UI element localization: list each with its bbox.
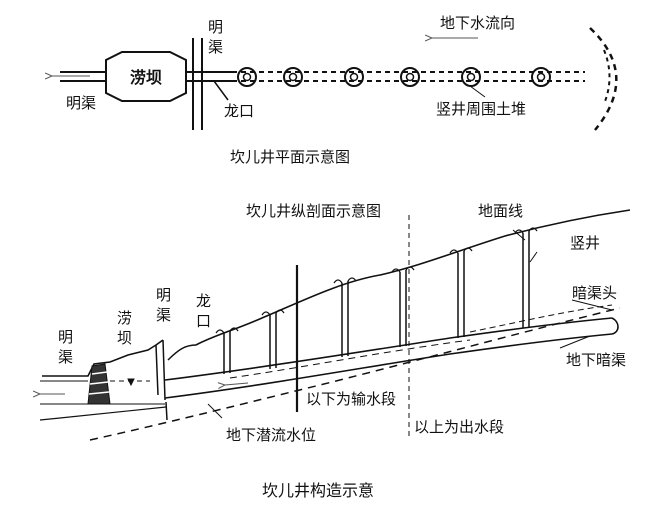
underground-canal-label: 地下暗渠 [566, 351, 626, 369]
water-table-line [89, 307, 621, 441]
profile-longkou-1: 龙 [196, 292, 211, 310]
profile-shafts [223, 231, 530, 374]
conveyance-label: 以下为输水段 [306, 390, 396, 408]
shaft-mound-leader [469, 85, 486, 98]
plan-shaft [283, 67, 303, 87]
plan-mingqu-top-label-1: 明 [208, 18, 223, 36]
ground-surface-line [195, 209, 631, 346]
plan-underground-canal [232, 71, 585, 82]
profile-shaft [223, 331, 231, 374]
plan-shaft [400, 67, 420, 87]
left-ground-line [42, 339, 164, 377]
plan-shaft [461, 67, 481, 87]
profile-mingqu-left-2: 渠 [58, 348, 73, 366]
plan-mingqu-vertical [192, 38, 203, 130]
tunnel-water-line [229, 339, 471, 379]
profile-shaft [457, 251, 465, 338]
plan-channel-mid [186, 71, 207, 82]
plan-mingqu-top-label-2: 渠 [208, 38, 223, 56]
water-table-label: 地下潜流水位 [226, 426, 316, 444]
plan-longkou-label: 龙口 [224, 102, 254, 120]
profile-longkou-2: 口 [196, 312, 211, 330]
plan-shafts [237, 67, 551, 87]
profile-shaft [399, 270, 407, 347]
longkou-outlet [167, 344, 197, 361]
plan-shaft [531, 67, 551, 87]
profile-laoba-2: 坝 [117, 329, 132, 347]
plan-shaft [237, 67, 257, 87]
profile-shaft [341, 281, 349, 357]
canal-head-dashed [469, 304, 613, 333]
plan-view [52, 27, 618, 131]
profile-shaft [522, 231, 530, 328]
plan-view-title: 坎儿井平面示意图 [230, 148, 350, 166]
leader-lines [207, 229, 613, 419]
profile-shaft [269, 313, 277, 369]
profile-laoba-1: 涝 [117, 309, 132, 327]
plan-catchment [589, 27, 618, 131]
laoba-dam [87, 363, 111, 405]
diagram-caption: 坎儿井构造示意 [262, 481, 374, 500]
plan-mingqu-left-label: 明渠 [66, 94, 96, 112]
profile-mounds [215, 227, 538, 334]
shaft-mound-label: 竖井周围土堆 [436, 100, 526, 118]
water-table-left [39, 406, 167, 421]
plan-longkou-channel [202, 71, 232, 101]
profile-mingqu-mid-1: 明 [156, 286, 171, 304]
groundwater-flow-label: 地下水流向 [440, 14, 515, 32]
profile-mingqu-left-1: 明 [58, 328, 73, 346]
yield-label: 以上为出水段 [414, 418, 504, 436]
ground-line-label: 地面线 [478, 202, 523, 220]
profile-view-title: 坎儿井纵剖面示意图 [246, 202, 381, 220]
shaft-label: 竖井 [570, 234, 600, 252]
profile-mingqu-channel [155, 339, 168, 421]
plan-laoba-label: 涝坝 [130, 68, 162, 87]
profile-labels: 坎儿井纵剖面示意图 地面线 竖井 暗渠头 地下暗渠 明 渠 涝 坝 明 渠 龙 … [58, 202, 626, 500]
plan-shaft [344, 67, 364, 87]
canal-head-label: 暗渠头 [572, 284, 617, 302]
plan-laoba-reservoir [105, 51, 187, 102]
plan-mingqu-channel [60, 71, 106, 82]
plan-labels: 明渠 涝坝 明 渠 龙口 地下水流向 竖井周围土堆 坎儿井平面示意图 [66, 14, 526, 166]
profile-tunnel-arrow [225, 383, 249, 385]
profile-mingqu-mid-2: 渠 [156, 306, 171, 324]
profile-view [39, 209, 631, 441]
